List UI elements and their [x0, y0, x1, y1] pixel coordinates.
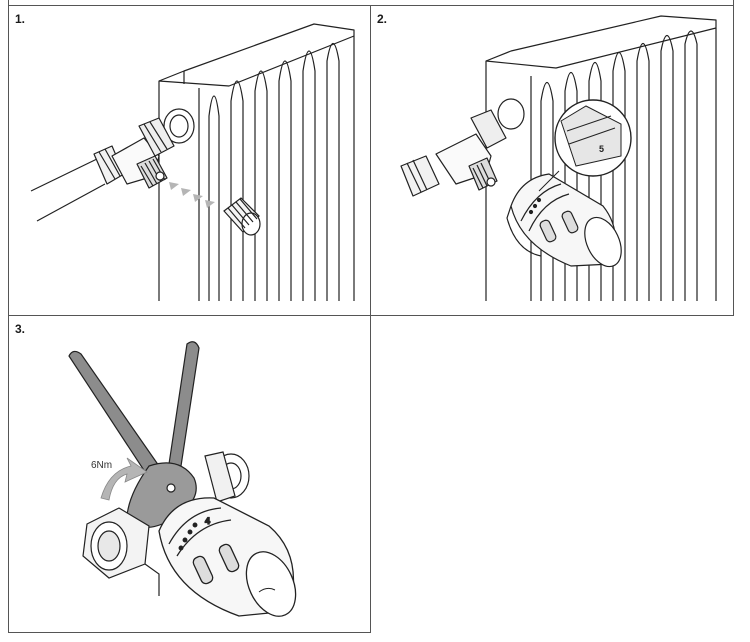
step-2-illustration: 5	[400, 15, 717, 301]
radiator-fin	[302, 50, 316, 301]
motion-arrows	[169, 182, 215, 208]
grip-slot	[192, 555, 214, 585]
torque-arrow: 6Nm	[91, 457, 148, 501]
step-1-panel: 1.	[8, 5, 371, 316]
step-3-panel: 3. 6Nm	[8, 315, 371, 633]
radiator-fin	[660, 34, 674, 301]
thermostat-head: 4	[158, 497, 297, 617]
step-2-number: 2.	[377, 12, 388, 26]
top-strip	[8, 0, 734, 5]
step-1-illustration	[30, 23, 355, 301]
radiator-fin	[564, 71, 578, 301]
wrench	[68, 341, 200, 528]
radiator-port	[497, 98, 525, 130]
detail-magnifier: 5	[538, 99, 632, 192]
step-3-number: 3.	[15, 322, 26, 336]
pipe	[30, 157, 100, 192]
torque-label: 6Nm	[91, 460, 112, 471]
radiator-fin	[230, 80, 244, 301]
brand-logo-mark	[258, 587, 276, 593]
radiator-fin	[684, 30, 698, 301]
grip-slot	[539, 219, 557, 243]
radiator-fin	[208, 95, 220, 301]
grip-slot	[561, 210, 579, 234]
scale-mark-4: 4	[205, 516, 210, 526]
radiator-fin	[612, 51, 626, 301]
wrench-handle-left	[68, 350, 160, 479]
thermostat-cap	[245, 551, 297, 617]
wrench-pivot	[166, 483, 176, 493]
radiator-fin	[588, 61, 602, 301]
thermostat-head	[506, 173, 622, 268]
grip-slot	[218, 543, 240, 573]
radiator-outline	[485, 15, 717, 301]
step-1-number: 1.	[15, 12, 26, 26]
radiator-fin	[254, 70, 268, 301]
radiator-port	[163, 108, 195, 144]
radiator-outline	[158, 23, 355, 301]
wrench-handle-right	[168, 341, 200, 467]
step-2-panel: 2.	[370, 5, 734, 316]
protective-cap	[223, 197, 261, 236]
elbow-nut	[82, 507, 160, 596]
radiator-fin	[278, 60, 292, 301]
radiator-fin	[326, 42, 340, 301]
thermostat-cap	[584, 216, 622, 268]
radiator-fin	[540, 81, 554, 301]
scale-mark-5: 5	[599, 144, 604, 154]
radiator-fin	[636, 42, 650, 301]
step-3-illustration: 6Nm 4	[68, 341, 297, 617]
